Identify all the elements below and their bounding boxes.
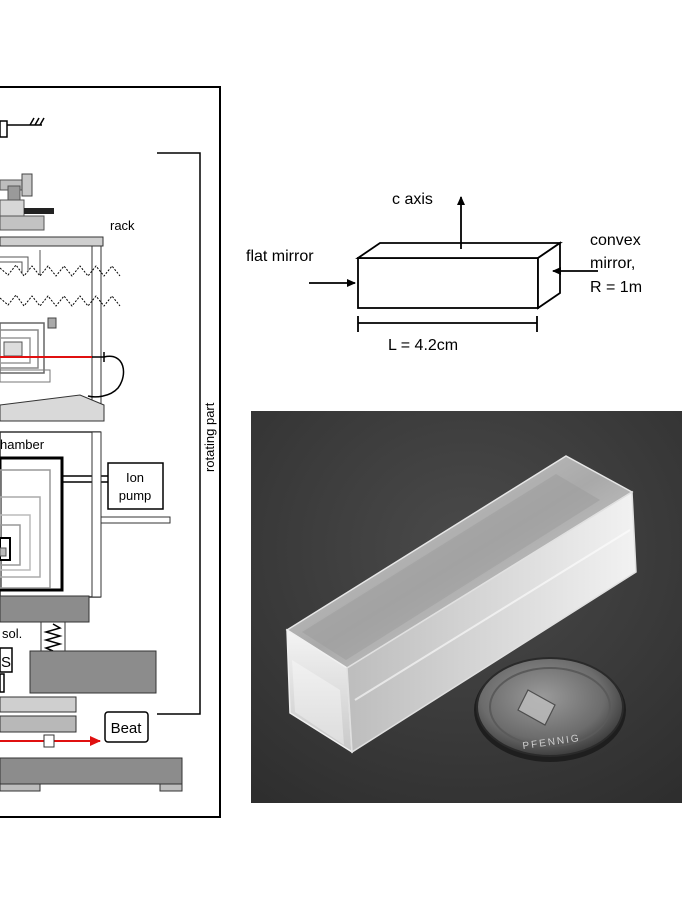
beat-box — [104, 711, 149, 743]
break-line-upper — [0, 264, 121, 277]
rotating-part-label: rotating part — [202, 402, 217, 472]
fiber-loop — [87, 355, 125, 398]
s-box — [0, 647, 13, 673]
crystal-end-face — [537, 241, 561, 310]
cryostat-inner — [0, 317, 57, 383]
convex-mirror-label-3: R = 1m — [590, 279, 642, 296]
convex-mirror-label-1: convex — [590, 232, 641, 249]
base-table — [0, 757, 183, 785]
convex-mirror-label-2: mirror, — [590, 255, 635, 272]
beat-label: Beat — [111, 720, 143, 737]
resonator-sketch: c axis flat mirror convex mirror, R = 1m… — [246, 191, 642, 354]
shield-3 — [0, 514, 31, 571]
s-box-label: S — [1, 654, 11, 671]
rack-top-plate — [0, 236, 104, 247]
break-line-lower — [0, 294, 121, 307]
length-label: L = 4.2cm — [388, 337, 458, 354]
chamber-vacuum-box — [0, 456, 64, 592]
ion-pump-label-2: pump — [119, 488, 152, 503]
rack-label: rack — [110, 218, 135, 233]
isolation-label: sol. — [2, 626, 22, 641]
shield-1 — [0, 469, 51, 589]
ground-symbol — [0, 117, 45, 138]
chamber-label: hamber — [0, 437, 45, 452]
lower-plate-1 — [0, 696, 77, 713]
rotating-part-bracket — [157, 152, 201, 715]
crystal-top-face — [355, 242, 563, 259]
resonator-holder-inner — [0, 547, 7, 557]
outer-frame — [0, 86, 221, 818]
spring-mount — [40, 621, 66, 653]
crystal-bar — [285, 455, 637, 754]
vacuum-connector — [0, 173, 54, 231]
shield-2 — [0, 496, 41, 578]
counterweight-block — [29, 650, 157, 694]
ion-pump-shelf — [99, 516, 171, 524]
shield-4 — [0, 524, 21, 566]
crystal-front-face — [357, 257, 539, 309]
ion-pump-label-1: Ion — [126, 470, 144, 485]
rack-left-post — [91, 245, 102, 422]
flat-mirror-label: flat mirror — [246, 248, 314, 265]
spring — [43, 623, 63, 652]
ion-pump-box — [107, 462, 164, 510]
c-axis-label: c axis — [392, 191, 433, 208]
setup-diagram: rotating part rack — [0, 86, 221, 818]
tilted-platform — [0, 394, 105, 422]
beam-splitter — [43, 734, 55, 748]
rack-right-post-lower — [91, 431, 102, 598]
base-foot-right — [159, 783, 183, 792]
cables — [0, 250, 41, 275]
lower-plate-2 — [0, 715, 77, 733]
base-plate-upper — [0, 595, 90, 623]
base-foot-left — [0, 783, 41, 792]
s-box-lower — [0, 673, 5, 693]
crystal-photo: PFENNIG — [251, 411, 682, 803]
coin: PFENNIG — [474, 657, 626, 762]
